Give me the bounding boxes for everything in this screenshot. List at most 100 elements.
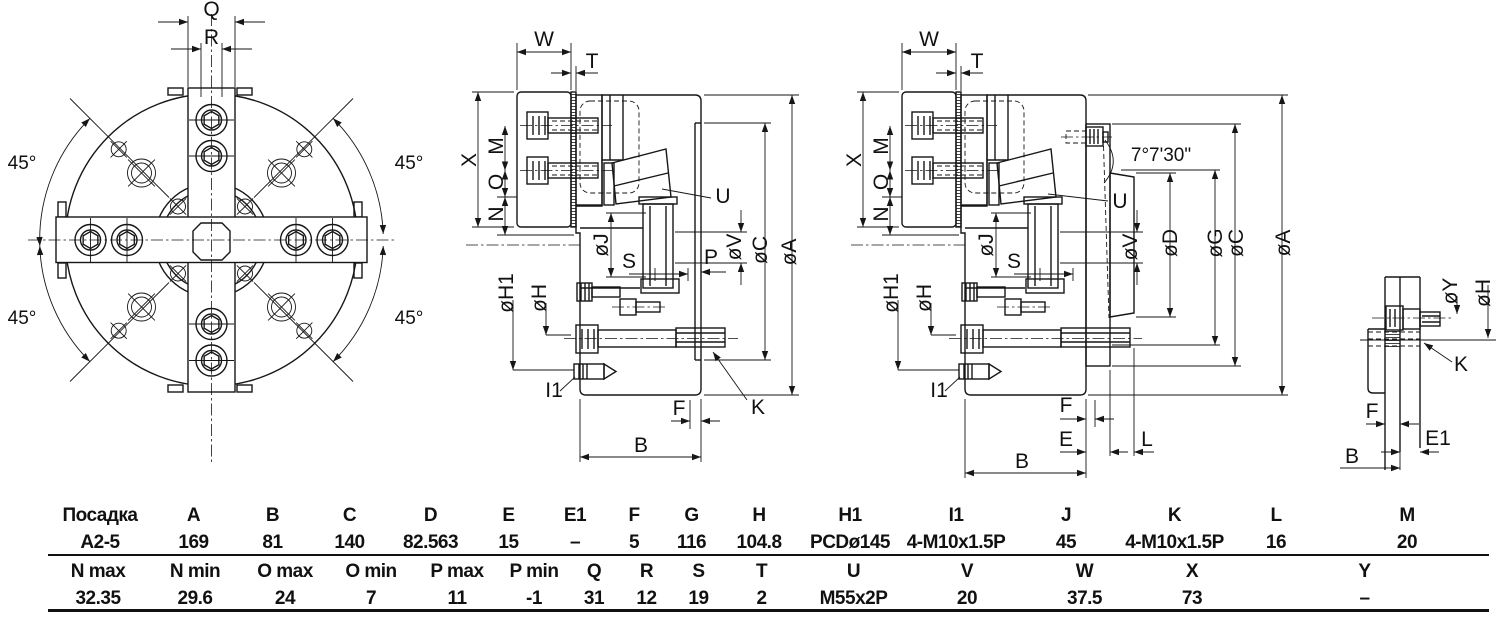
angle-label-bl: 45° [8,308,37,329]
table-header-cell: M [1399,505,1415,526]
table-value-cell: 15 [498,532,519,553]
dim-label-s2: S [1007,250,1021,273]
table-header-cell: B [265,505,280,526]
dim-label-o2: O [870,174,893,190]
dim-label-b-detail: B [1345,445,1359,468]
table-value-cell: 4-M10x1.5P [906,532,1006,553]
table-column: P min -1 [500,558,568,612]
dim-label-w: W [534,28,554,51]
table-value-cell: -1 [526,588,542,609]
table-header-cell: P min [509,561,559,582]
table-header-cell: P max [430,561,484,582]
table-header-cell: U [846,561,861,582]
dim-label-oh1-2: øH1 [880,273,903,313]
dim-label-r: R [204,26,219,49]
table-header-cell: Посадка [62,505,138,526]
dim-label-x: X [458,153,481,167]
dim-label-m2: M [870,137,893,155]
table-value-cell: 169 [178,532,209,553]
table-value-cell: 2 [756,588,767,609]
dim-label-k: K [751,396,765,419]
dim-label-s: S [622,250,636,273]
detail-view: øY øH K F E1 B [1340,276,1496,472]
dim-label-f: F [673,397,686,420]
table-value-cell: 32.35 [75,588,121,609]
dim-label-m: M [485,137,508,155]
table-value-cell: – [1359,588,1370,609]
angle-arcs [36,118,387,362]
table-header-cell: K [1167,505,1182,526]
angle-label-tl: 45° [8,153,37,174]
section-view-taper-back: W T X M O N øJ S øH1 øH I1 U øV øD øG øC… [843,28,1295,478]
table-header-cell: X [1185,561,1199,582]
table-header-cell: W [1075,561,1094,582]
dim-label-f-detail: F [1366,400,1379,423]
table-value-cell: M55x2P [819,588,888,609]
dim-label-oa: øA [778,239,801,266]
dim-label-og: øG [1204,228,1227,257]
dim-label-o: O [485,174,508,190]
dim-label-oh1: øH1 [495,273,518,313]
table-value-cell: 20 [1396,532,1418,553]
dim-label-x2: X [843,153,866,167]
detail-dimensions [1340,285,1496,472]
table-value-cell: 19 [688,588,709,609]
table-value-cell: 45 [1055,532,1077,553]
dim-label-e: E [1059,428,1073,451]
dim-label-t: T [586,50,599,73]
dim-label-oa2: øA [1272,230,1295,257]
table-header-cell: E1 [563,505,587,526]
table-header-cell: G [684,505,699,526]
table-header-cell: N min [169,561,221,582]
dim-label-oc: øC [749,236,772,264]
drawing-canvas: Q R 45° 45° 45° 45° [8,0,1496,478]
front-view: Q R 45° 45° 45° 45° [8,0,424,464]
table-header-cell: F [628,505,640,526]
table-value-cell: 12 [636,588,657,609]
s2-dimensions [857,43,1288,478]
dim-label-b2: B [1015,450,1029,473]
table-value-cell: 29.6 [177,588,213,609]
table-header-cell: T [755,561,768,582]
dim-label-k-detail: K [1454,353,1468,376]
table-header-cell: H1 [838,505,862,526]
table-header-cell: E [502,505,515,526]
section-view-plain-back: W T X M O N øJ S øH1 øH I1 U øV P øC øA … [458,28,801,462]
table-value-cell: 31 [583,588,605,609]
table-value-cell: 11 [447,588,467,609]
dim-label-q: Q [203,0,219,21]
table-column: N min 29.6 [148,558,242,612]
table-column: U M55x2P [799,558,908,612]
dim-label-e1: E1 [1425,427,1451,450]
table-value-cell: 104.8 [736,532,782,553]
qr-dimensions [158,16,265,97]
diagonal-leaders [69,98,354,382]
dim-label-i1-2: I1 [930,379,948,402]
dim-label-w2: W [919,28,939,51]
angle-label-tr: 45° [395,153,424,174]
s1-dimensions [472,43,799,462]
dim-label-ov: øV [723,234,746,261]
table-value-cell: PCDø145 [810,532,890,553]
table-column: E1– [545,502,605,556]
angle-label-br: 45° [395,308,424,329]
